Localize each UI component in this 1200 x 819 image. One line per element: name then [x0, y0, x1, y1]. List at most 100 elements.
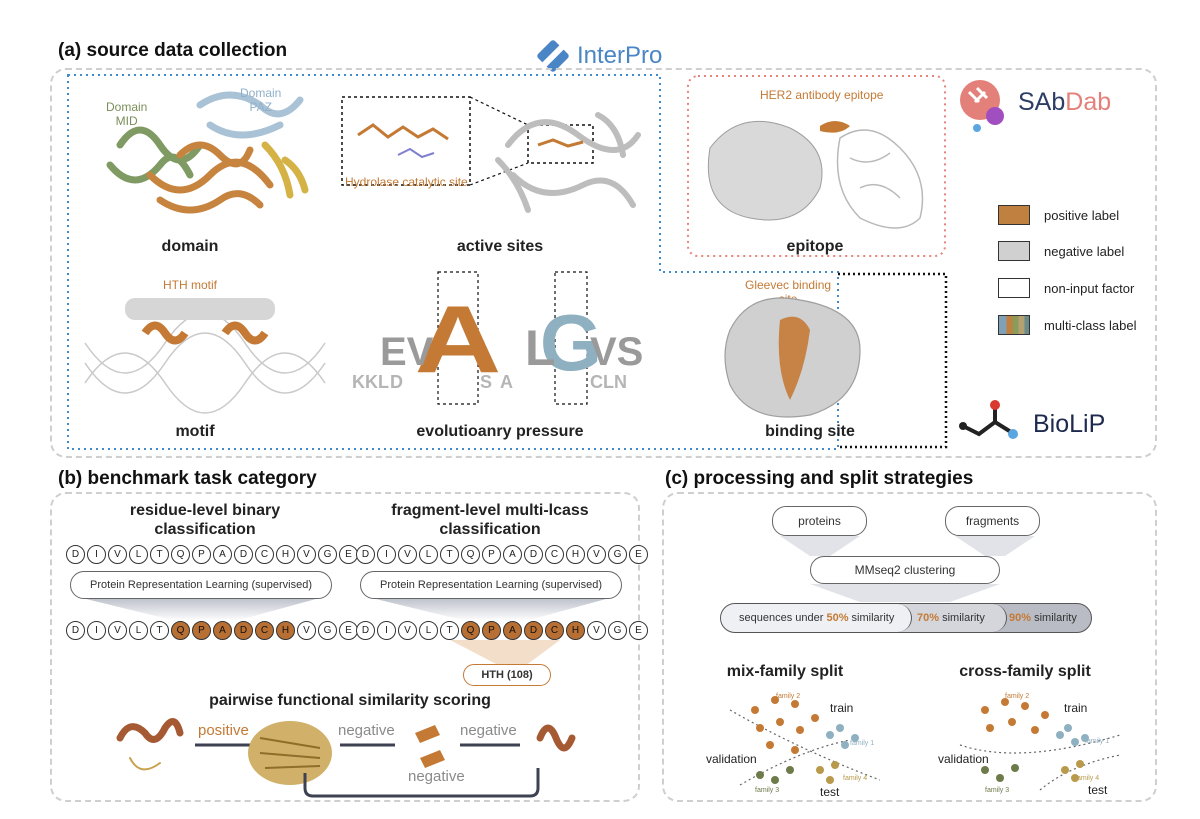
- residue: Q: [461, 545, 480, 564]
- residue: H: [566, 621, 585, 640]
- cross-family3: family 3: [985, 787, 1010, 794]
- binary-model-pill: Protein Representation Learning (supervi…: [70, 571, 332, 599]
- residue: H: [566, 545, 585, 564]
- panel-a: [50, 68, 1157, 458]
- interpro-icon: [537, 40, 569, 72]
- sim-prefix: sequences under: [739, 612, 827, 624]
- residue: V: [398, 545, 417, 564]
- residue: D: [66, 545, 85, 564]
- residue: I: [87, 621, 106, 640]
- interpro-text: InterPro: [577, 42, 663, 69]
- domain-mid-label: Domain MID: [106, 100, 148, 128]
- legend-multiclass: multi-class label: [998, 315, 1136, 335]
- domain-structure: [106, 91, 309, 214]
- legend-noninput-swatch: [998, 278, 1030, 298]
- residue: D: [524, 621, 543, 640]
- residue: H: [276, 621, 295, 640]
- residue: D: [356, 621, 375, 640]
- sim-50-suffix: similarity: [848, 612, 895, 624]
- evolution-caption: evolutioanry pressure: [416, 423, 584, 440]
- binary-funnel: [86, 599, 316, 621]
- binary-title: residue-level binary classification: [129, 502, 281, 538]
- residue: E: [629, 545, 648, 564]
- residue: E: [629, 621, 648, 640]
- multi-title: fragment-level multi-lcass classificatio…: [391, 502, 589, 538]
- sim-90-value: 90%: [1009, 612, 1032, 624]
- residue: V: [587, 545, 606, 564]
- mix-validation: validation: [706, 752, 757, 766]
- residue: G: [608, 621, 627, 640]
- mix-family1: family 1: [850, 740, 875, 747]
- residue: P: [482, 545, 501, 564]
- cross-family-title: cross-family split: [959, 663, 1091, 680]
- binding-caption: binding site: [765, 423, 855, 440]
- section-b-title: (b) benchmark task category: [58, 468, 317, 489]
- residue: A: [213, 621, 232, 640]
- legend-noninput-label: non-input factor: [1044, 280, 1135, 296]
- legend-multiclass-label: multi-class label: [1044, 317, 1137, 333]
- sabdab-logo: SAbDab: [1018, 88, 1111, 117]
- sabdab-text-b: Dab: [1065, 88, 1112, 116]
- residue: V: [398, 621, 417, 640]
- residue: D: [234, 621, 253, 640]
- residue: D: [234, 545, 253, 564]
- residue: Q: [171, 621, 190, 640]
- residue: H: [276, 545, 295, 564]
- active-site-label: Hydrolase catalytic site: [345, 175, 468, 189]
- residue: P: [192, 545, 211, 564]
- residue: T: [440, 545, 459, 564]
- residue: A: [503, 545, 522, 564]
- epitope-structure: [707, 120, 924, 229]
- domain-paz-label: Domain PAZ: [240, 86, 282, 114]
- binding-structure: [724, 297, 861, 418]
- svg-text:CLN: CLN: [590, 372, 627, 392]
- svg-text:A: A: [500, 372, 513, 392]
- multi-model-pill: Protein Representation Learning (supervi…: [360, 571, 622, 599]
- legend-negative-label: negative label: [1044, 243, 1125, 259]
- section-c-title: (c) processing and split strategies: [665, 468, 974, 489]
- cross-test: test: [1088, 783, 1108, 797]
- legend-negative: negative label: [998, 241, 1124, 261]
- residue: G: [318, 621, 337, 640]
- residue: L: [419, 545, 438, 564]
- legend-positive-label: positive label: [1044, 207, 1120, 223]
- fragments-pill: fragments: [945, 506, 1040, 536]
- hth-funnel: [450, 640, 560, 666]
- clustering-funnels: [780, 536, 1035, 602]
- cross-family2: family 2: [1005, 693, 1030, 700]
- residue: T: [440, 621, 459, 640]
- sim-50-segment: [721, 604, 912, 632]
- svg-text:S: S: [480, 372, 492, 392]
- section-a-title: (a) source data collection: [58, 40, 288, 61]
- residue: L: [419, 621, 438, 640]
- legend-multiclass-swatch: [998, 315, 1030, 335]
- sim-50-text: sequences under 50% similarity: [739, 612, 894, 624]
- pairwise-title: pairwise functional similarity scoring: [209, 692, 491, 709]
- svg-text:D: D: [390, 372, 403, 392]
- legend-noninput: non-input factor: [998, 278, 1134, 298]
- biolip-text: BioLiP: [1033, 410, 1106, 438]
- sim-90-suffix: similarity: [1031, 612, 1077, 624]
- motif-caption: motif: [175, 423, 215, 440]
- sim-50-value: 50%: [826, 612, 849, 624]
- svg-text:VS: VS: [590, 330, 643, 374]
- svg-text:L: L: [525, 320, 556, 376]
- active-sites-caption: active sites: [456, 238, 544, 255]
- residue: D: [524, 545, 543, 564]
- mix-family-title: mix-family split: [726, 663, 844, 680]
- residue: I: [377, 621, 396, 640]
- mix-family-scatter: [729, 696, 881, 786]
- residue: T: [150, 621, 169, 640]
- cross-family4: family 4: [1075, 775, 1100, 782]
- residue: L: [129, 621, 148, 640]
- residue: C: [545, 621, 564, 640]
- residue: D: [356, 545, 375, 564]
- similarity-bar: sequences under 50% similarity 70% simil…: [720, 603, 1092, 633]
- legend-negative-swatch: [998, 241, 1030, 261]
